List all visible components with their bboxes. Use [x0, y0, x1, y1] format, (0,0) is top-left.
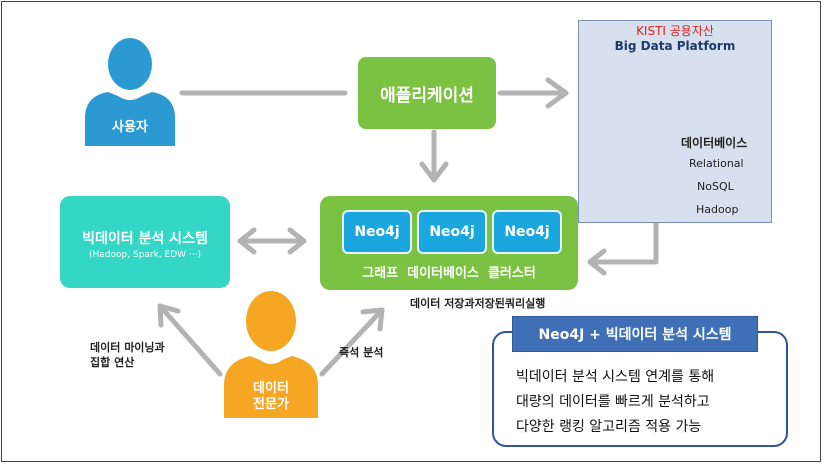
db-type-nosql: NoSQL [697, 180, 734, 193]
db-label: 데이터베이스 [681, 136, 748, 150]
mining-label-line1: 데이터 마이닝과 [90, 341, 165, 354]
graph-db-cluster-box: Neo4j Neo4j Neo4j 그래프 데이터베이스 클러스터 [320, 196, 578, 290]
cluster-label: 그래프 데이터베이스 클러스터 [362, 266, 536, 281]
neo4j-node-2-label: Neo4j [429, 224, 475, 240]
info-line-2: 대량의 데이터를 빠르게 분석하고 [516, 394, 710, 410]
neo4j-node-1: Neo4j [342, 210, 412, 254]
expert-label-line1: 데이터 [253, 381, 289, 396]
big-data-platform-box: KISTI 공용자산 Big Data Platform 데이터베이스 Rela… [578, 20, 772, 223]
neo4j-node-3: Neo4j [492, 210, 562, 254]
user-label: 사용자 [112, 120, 148, 135]
mining-label-line2: 집합 연산 [90, 356, 135, 369]
db-type-hadoop: Hadoop [696, 203, 739, 216]
db-type-relational: Relational [689, 157, 744, 170]
application-label: 애플리케이션 [380, 85, 474, 106]
neo4j-node-1-label: Neo4j [354, 224, 400, 240]
instant-analysis-label: 즉석 분석 [339, 346, 384, 359]
application-box: 애플리케이션 [358, 57, 496, 129]
info-callout-title: Neo4J + 빅데이터 분석 시스템 [512, 316, 758, 352]
arrowhead-analysis-left [237, 227, 257, 255]
cluster-caption: 데이터 저장과저장된쿼리실행 [410, 297, 546, 310]
arrow-expert-cluster [319, 307, 385, 377]
arrow-expert-analysis [157, 303, 223, 377]
analysis-title: 빅데이터 분석 시스템 [82, 231, 208, 247]
arrowhead-expert-analysis [157, 303, 181, 328]
expert-person-icon [224, 291, 318, 418]
bigdata-analysis-box: 빅데이터 분석 시스템 (Hadoop, Spark, EDW ···) [60, 196, 230, 288]
arrowhead-cluster-right [287, 227, 307, 255]
arrowhead-app-cluster [419, 161, 449, 183]
platform-owner: KISTI 공용자산 [636, 24, 714, 38]
info-line-1: 빅데이터 분석 시스템 연계를 통해 [516, 369, 715, 385]
arrowhead-cluster-left [587, 248, 607, 276]
arrowhead-expert-cluster [360, 307, 385, 332]
info-line-3: 다양한 랭킹 알고리즘 적용 가능 [516, 419, 702, 435]
user-person-icon [85, 38, 175, 146]
arrowhead-app-platform [545, 77, 569, 109]
neo4j-node-2: Neo4j [417, 210, 487, 254]
info-title-text: Neo4J + 빅데이터 분석 시스템 [538, 327, 732, 343]
analysis-subtitle: (Hadoop, Spark, EDW ···) [89, 250, 201, 260]
platform-title: Big Data Platform [614, 39, 736, 53]
expert-label-line2: 전문가 [253, 397, 289, 412]
neo4j-node-3-label: Neo4j [504, 224, 550, 240]
